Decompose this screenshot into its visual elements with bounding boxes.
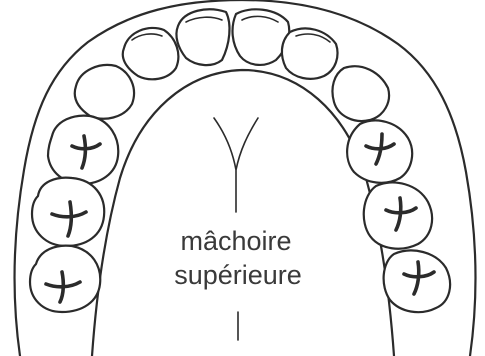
- tooth-left-lateral-incisor: [123, 28, 179, 79]
- tooth-right-canine: [332, 66, 389, 121]
- tooth-right-molar-1: [364, 183, 432, 249]
- tooth-right-lateral-incisor: [282, 28, 338, 78]
- palate-raphe: [214, 118, 258, 212]
- tooth-left-molar-2: [30, 246, 100, 312]
- tooth-left-canine: [75, 65, 134, 119]
- label-line-2: supérieure: [174, 260, 302, 290]
- tooth-left-molar-1: [32, 178, 104, 246]
- tooth-left-central-incisor: [176, 9, 229, 65]
- tooth-right-premolar-1: [347, 120, 412, 182]
- tooth-right-central-incisor: [233, 9, 290, 65]
- tooth-left-premolar-1: [48, 116, 118, 184]
- label-line-1: mâchoire: [180, 226, 291, 256]
- tooth-right-molar-2: [384, 250, 450, 312]
